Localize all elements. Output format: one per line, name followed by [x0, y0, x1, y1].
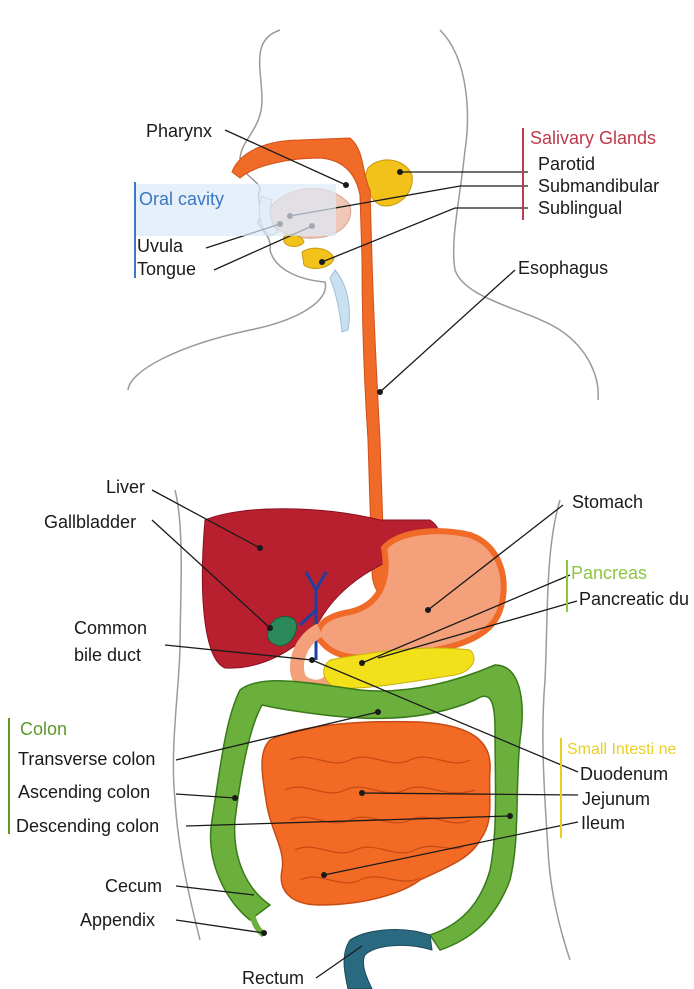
label-descending-colon: Descending colon	[16, 816, 160, 836]
colon-shape	[209, 664, 523, 951]
label-ascending-colon: Ascending colon	[18, 782, 151, 802]
label-ileum: Ileum	[581, 813, 626, 833]
label-appendix: Appendix	[80, 910, 156, 930]
trachea-shape	[329, 269, 350, 333]
small-intestine-group-bar	[560, 738, 562, 838]
label-transverse-colon: Transverse colon	[18, 749, 156, 769]
small-intestine-shape	[261, 720, 491, 906]
rectum-shape	[343, 929, 433, 989]
gallbladder-shape	[267, 616, 297, 647]
label-stomach: Stomach	[572, 492, 644, 512]
label-pharynx: Pharynx	[146, 121, 213, 141]
salivary-group-bar	[522, 128, 524, 220]
colon-group-bar	[8, 718, 10, 834]
submandibular-gland-shape	[301, 247, 335, 269]
label-small-intestine: Small Intesti ne	[567, 741, 677, 758]
label-jejunum: Jejunum	[582, 789, 651, 809]
pancreas-shape	[323, 647, 475, 689]
label-rectum: Rectum	[242, 968, 305, 988]
label-pancreas: Pancreas	[571, 563, 648, 583]
label-cecum: Cecum	[105, 876, 163, 896]
label-parotid: Parotid	[538, 154, 596, 174]
oral-group-bar	[134, 182, 136, 278]
label-common-bile-duct-line2: bile duct	[74, 645, 142, 665]
label-salivary-glands: Salivary Glands	[530, 128, 657, 148]
label-colon: Colon	[20, 719, 68, 739]
label-uvula: Uvula	[137, 236, 184, 256]
leader-lines	[151, 129, 579, 979]
pancreas-group-bar	[566, 560, 568, 612]
label-sublingual: Sublingual	[538, 198, 623, 218]
label-pancreatic-duct: Pancreatic du	[579, 589, 690, 609]
label-tongue: Tongue	[137, 259, 197, 279]
label-gallbladder: Gallbladder	[44, 512, 137, 532]
label-common-bile-duct-line1: Common	[74, 618, 148, 638]
label-oral-cavity: Oral cavity	[139, 189, 225, 209]
oral-highlight	[136, 184, 336, 236]
label-liver: Liver	[106, 477, 146, 497]
label-duodenum: Duodenum	[580, 764, 669, 784]
label-submandibular: Submandibular	[538, 176, 660, 196]
label-esophagus: Esophagus	[518, 258, 609, 278]
